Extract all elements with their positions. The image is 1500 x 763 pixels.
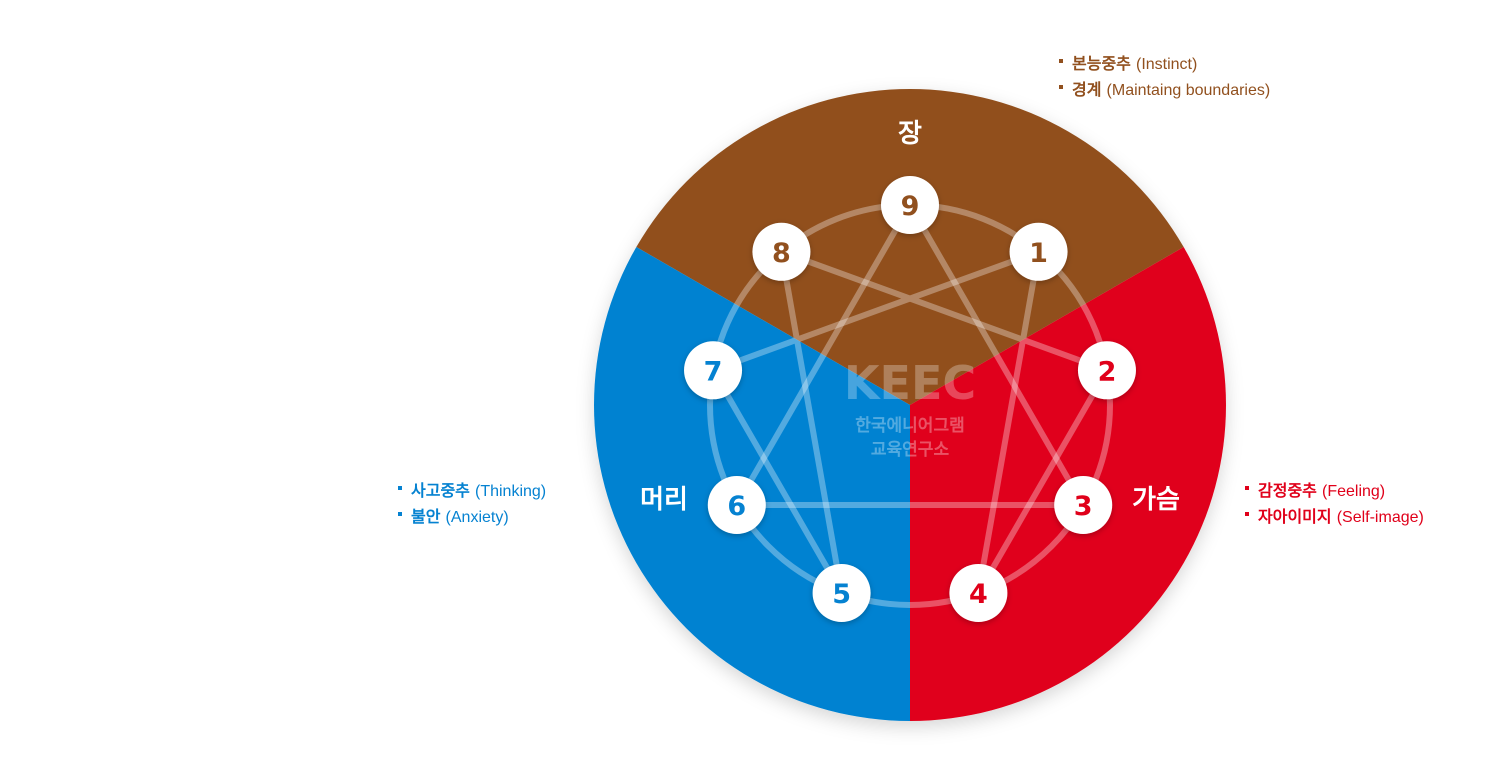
legend-row: 불안 (Anxiety): [398, 504, 546, 530]
triangle-3-6-9: [733, 202, 1087, 508]
type-node-6: 6: [707, 476, 766, 534]
watermark-line-1: 한국에니어그램: [855, 416, 964, 436]
legend-english: (Instinct): [1135, 56, 1198, 73]
type-node-circle: [1054, 476, 1113, 534]
type-node-5: 5: [812, 563, 871, 622]
type-node-circle: [881, 176, 939, 234]
type-nodes: 9 1 2 3 4 5 6 7 8: [684, 176, 1136, 622]
legend-korean: 경계: [1072, 80, 1102, 99]
type-node-circle: [752, 222, 811, 281]
bullet-icon: [1059, 58, 1063, 63]
type-node-circle: [1009, 222, 1068, 281]
legend-row: 본능중추 (Instinct): [1059, 51, 1270, 77]
type-node-2: 2: [1077, 341, 1136, 400]
watermark: KEEC 한국에니어그램 교육연구소: [844, 356, 976, 460]
legend-english: (Anxiety): [445, 509, 509, 526]
type-node-number: 6: [727, 491, 746, 522]
legend-english: (Feeling): [1321, 483, 1386, 500]
legend-english: (Thinking): [474, 483, 547, 500]
type-node-circle: [1077, 341, 1136, 400]
bullet-icon: [398, 485, 402, 490]
legend-row: 감정중추 (Feeling): [1245, 478, 1424, 504]
type-node-3: 3: [1054, 476, 1113, 534]
legend-korean: 불안: [411, 507, 441, 526]
type-node-number: 7: [704, 356, 723, 387]
head-center-legend: 사고중추 (Thinking) 불안 (Anxiety): [398, 478, 546, 530]
gut-center-legend: 본능중추 (Instinct) 경계 (Maintaing boundaries…: [1059, 51, 1270, 103]
legend-row: 자아이미지 (Self-image): [1245, 504, 1424, 530]
type-node-number: 8: [772, 238, 791, 269]
type-node-9: 9: [881, 176, 939, 234]
type-node-circle: [949, 563, 1008, 622]
type-node-circle: [684, 341, 743, 400]
bullet-icon: [1245, 511, 1249, 516]
type-node-number: 2: [1098, 356, 1117, 387]
type-node-number: 9: [901, 191, 920, 222]
type-node-8: 8: [752, 222, 811, 281]
type-node-circle: [707, 476, 766, 534]
legend-korean: 자아이미지: [1258, 507, 1332, 526]
watermark-line-2: 교육연구소: [871, 440, 950, 460]
type-node-number: 3: [1074, 491, 1093, 522]
bullet-icon: [1059, 84, 1063, 89]
watermark-logo: KEEC: [844, 356, 976, 410]
type-node-4: 4: [949, 563, 1008, 622]
legend-korean: 감정중추: [1258, 481, 1317, 500]
type-node-1: 1: [1009, 222, 1068, 281]
legend-english: (Self-image): [1336, 509, 1424, 526]
bullet-icon: [398, 511, 402, 516]
type-node-number: 1: [1029, 238, 1048, 269]
heart-center-label: 가슴: [1132, 485, 1180, 515]
heart-center-legend: 감정중추 (Feeling) 자아이미지 (Self-image): [1245, 478, 1424, 530]
head-center-label: 머리: [640, 485, 688, 515]
legend-korean: 사고중추: [411, 481, 470, 500]
legend-row: 사고중추 (Thinking): [398, 478, 546, 504]
legend-row: 경계 (Maintaing boundaries): [1059, 77, 1270, 103]
type-node-number: 4: [969, 579, 988, 610]
gut-center-label: 장: [898, 119, 922, 149]
center-labels: 장 머리 가슴: [640, 119, 1180, 515]
gut-center-sector: [636, 89, 1184, 405]
bullet-icon: [1245, 485, 1249, 490]
type-node-number: 5: [832, 579, 851, 610]
legend-english: (Maintaing boundaries): [1106, 82, 1271, 99]
type-node-7: 7: [684, 341, 743, 400]
type-node-circle: [812, 563, 871, 622]
legend-korean: 본능중추: [1072, 54, 1131, 73]
